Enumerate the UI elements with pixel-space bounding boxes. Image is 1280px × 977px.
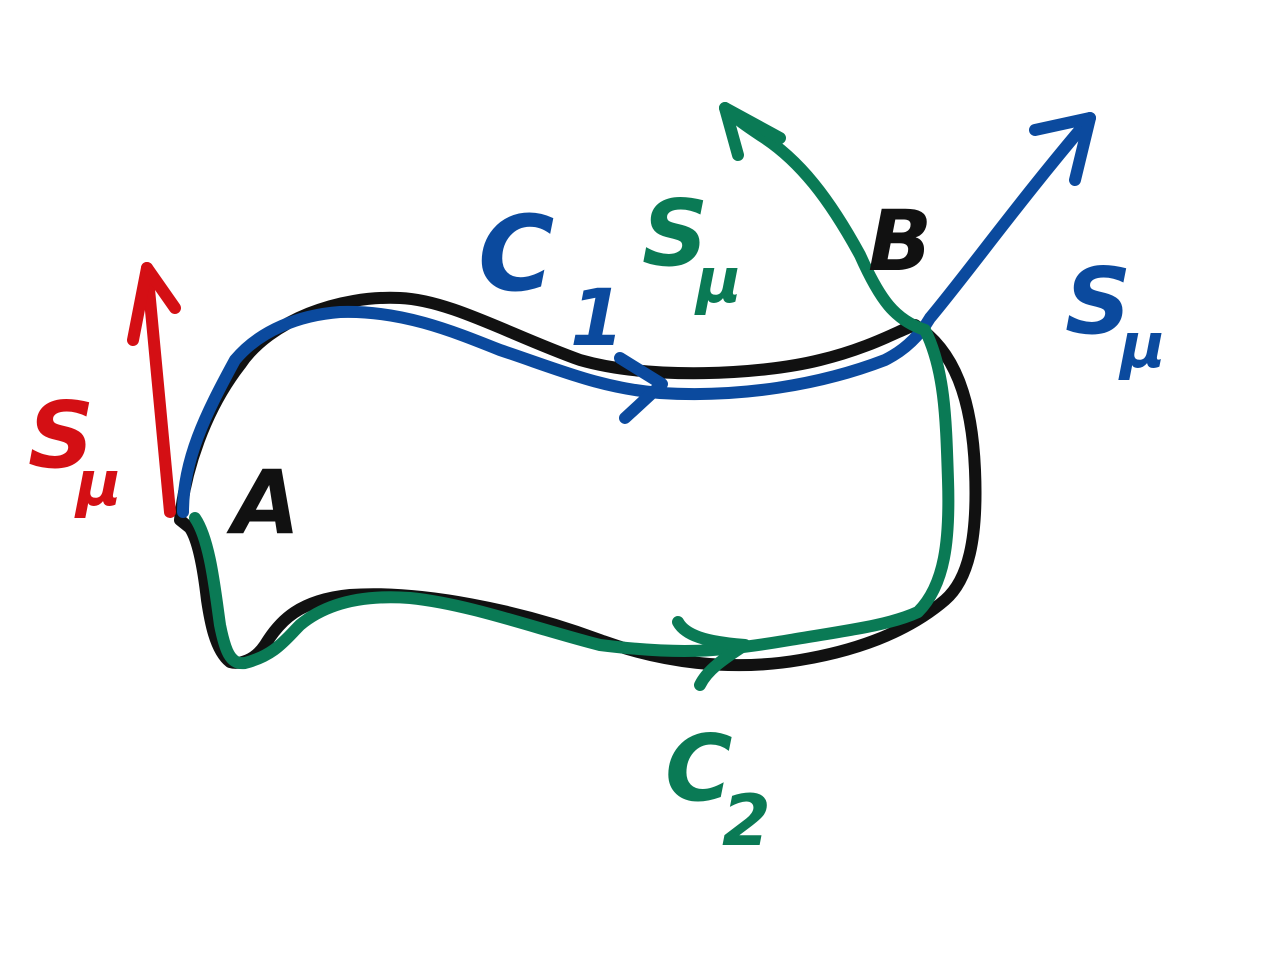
red-vector (141, 262, 176, 518)
green-vector-arrowhead (719, 102, 786, 161)
point-b-label: B (868, 192, 932, 290)
green-vector-symbol: S (642, 180, 708, 287)
c2-arrowhead (672, 616, 751, 691)
c2-label: C (665, 715, 733, 822)
c1-arrowhead (614, 352, 668, 424)
closed-loop-black (174, 291, 982, 672)
path-c1 (177, 112, 1096, 518)
green-vector-subscript: μ (694, 244, 742, 317)
red-vector-subscript: μ (74, 447, 122, 520)
path-c2 (189, 102, 955, 670)
blue-vector-subscript: μ (1118, 309, 1166, 382)
c1-subscript: 1 (570, 274, 624, 364)
blue-vector-symbol: S (1065, 248, 1131, 355)
red-vector-symbol: S (28, 382, 94, 489)
point-a-label: A (226, 451, 300, 554)
blue-vector-arrowhead (1029, 112, 1096, 186)
c2-subscript: 2 (722, 780, 771, 862)
c1-label: C (478, 193, 554, 315)
red-vector-arrowhead (127, 262, 181, 346)
